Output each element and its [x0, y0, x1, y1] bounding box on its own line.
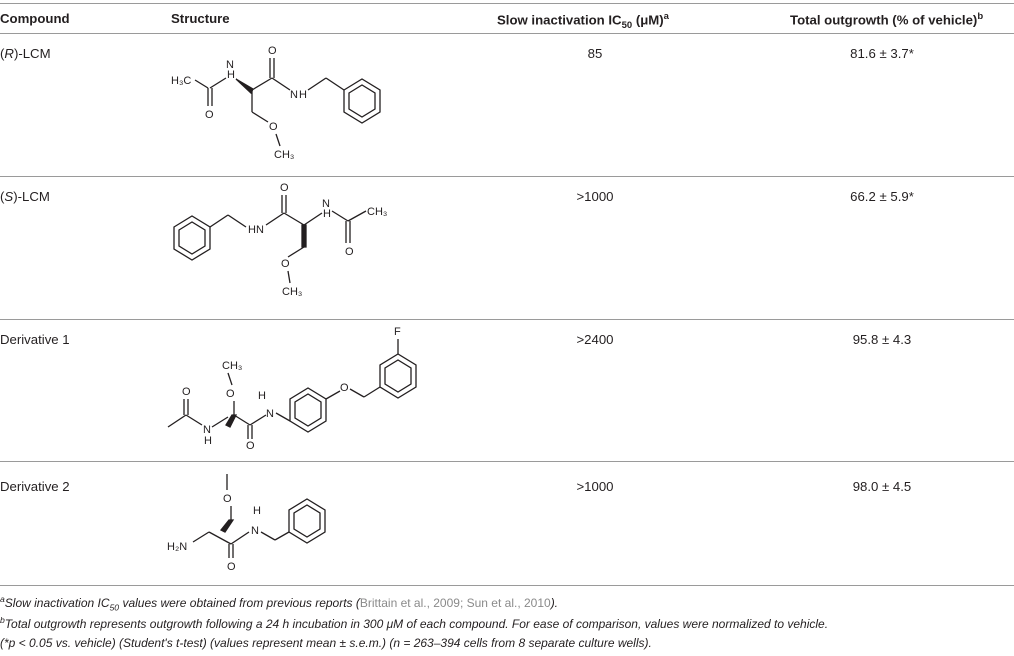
row-derivative-1-outgrowth: 95.8 ± 4.3 [852, 332, 912, 347]
svg-text:O: O [280, 182, 289, 194]
header-slow-inactivation: Slow inactivation IC50 (μM)a [497, 11, 669, 32]
row-s-lcm-compound: (S)-LCM [0, 189, 50, 204]
row-r-lcm-compound: (R)-LCM [0, 46, 51, 61]
footnote-a-reference-link[interactable]: Brittain et al., 2009; Sun et al., 2010 [359, 596, 551, 610]
svg-text:O: O [226, 388, 235, 400]
svg-text:N: N [256, 224, 264, 236]
header-compound: Compound [0, 11, 70, 26]
row-divider [0, 176, 1014, 177]
row-derivative-2-ic50: >1000 [576, 479, 614, 494]
svg-text:H: H [227, 69, 235, 81]
row-derivative-1-ic50: >2400 [576, 332, 614, 347]
svg-text:H: H [248, 224, 256, 236]
svg-text:H: H [204, 435, 212, 447]
svg-text:O: O [223, 493, 232, 505]
top-rule [0, 3, 1014, 4]
svg-text:N: N [322, 198, 330, 210]
header-total-outgrowth: Total outgrowth (% of vehicle)b [790, 11, 984, 28]
footnote-b-line-1: bTotal outgrowth represents outgrowth fo… [0, 615, 829, 631]
svg-text:O: O [227, 561, 236, 573]
header-structure: Structure [171, 11, 230, 26]
header-rule [0, 33, 1014, 34]
svg-text:O: O [340, 382, 349, 394]
svg-text:N: N [226, 59, 234, 71]
svg-text:H₃C: H₃C [171, 75, 191, 87]
svg-text:CH₃: CH₃ [282, 286, 302, 298]
svg-text:N: N [251, 525, 259, 537]
row-s-lcm-ic50: >1000 [576, 189, 614, 204]
svg-text:H₂N: H₂N [167, 541, 187, 553]
svg-text:H: H [299, 89, 307, 101]
row-divider [0, 461, 1014, 462]
bottom-rule [0, 585, 1014, 586]
svg-text:H: H [253, 505, 261, 517]
svg-text:O: O [269, 121, 278, 133]
svg-text:O: O [205, 109, 214, 121]
svg-text:N: N [266, 408, 274, 420]
row-derivative-2-compound: Derivative 2 [0, 479, 70, 494]
svg-text:O: O [182, 386, 191, 398]
svg-text:H: H [258, 390, 266, 402]
row-derivative-1-compound: Derivative 1 [0, 332, 70, 347]
svg-text:F: F [394, 326, 401, 338]
svg-text:CH₃: CH₃ [367, 206, 387, 218]
svg-text:O: O [281, 258, 290, 270]
svg-text:O: O [345, 246, 354, 258]
svg-text:H: H [323, 208, 331, 220]
svg-text:CH₃: CH₃ [274, 149, 294, 161]
footnote-b-line-2: (*p < 0.05 vs. vehicle) (Student's t-tes… [0, 636, 652, 650]
row-derivative-2-outgrowth: 98.0 ± 4.5 [852, 479, 912, 494]
row-r-lcm-outgrowth: 81.6 ± 3.7* [850, 46, 914, 61]
row-divider [0, 319, 1014, 320]
svg-text:O: O [268, 45, 277, 57]
row-s-lcm-outgrowth: 66.2 ± 5.9* [850, 189, 914, 204]
svg-text:O: O [246, 440, 255, 452]
footnote-a: aSlow inactivation IC50 values were obta… [0, 594, 559, 613]
svg-text:CH₃: CH₃ [222, 360, 242, 372]
svg-text:N: N [203, 424, 211, 436]
row-r-lcm-ic50: 85 [587, 46, 603, 61]
svg-text:N: N [290, 89, 298, 101]
